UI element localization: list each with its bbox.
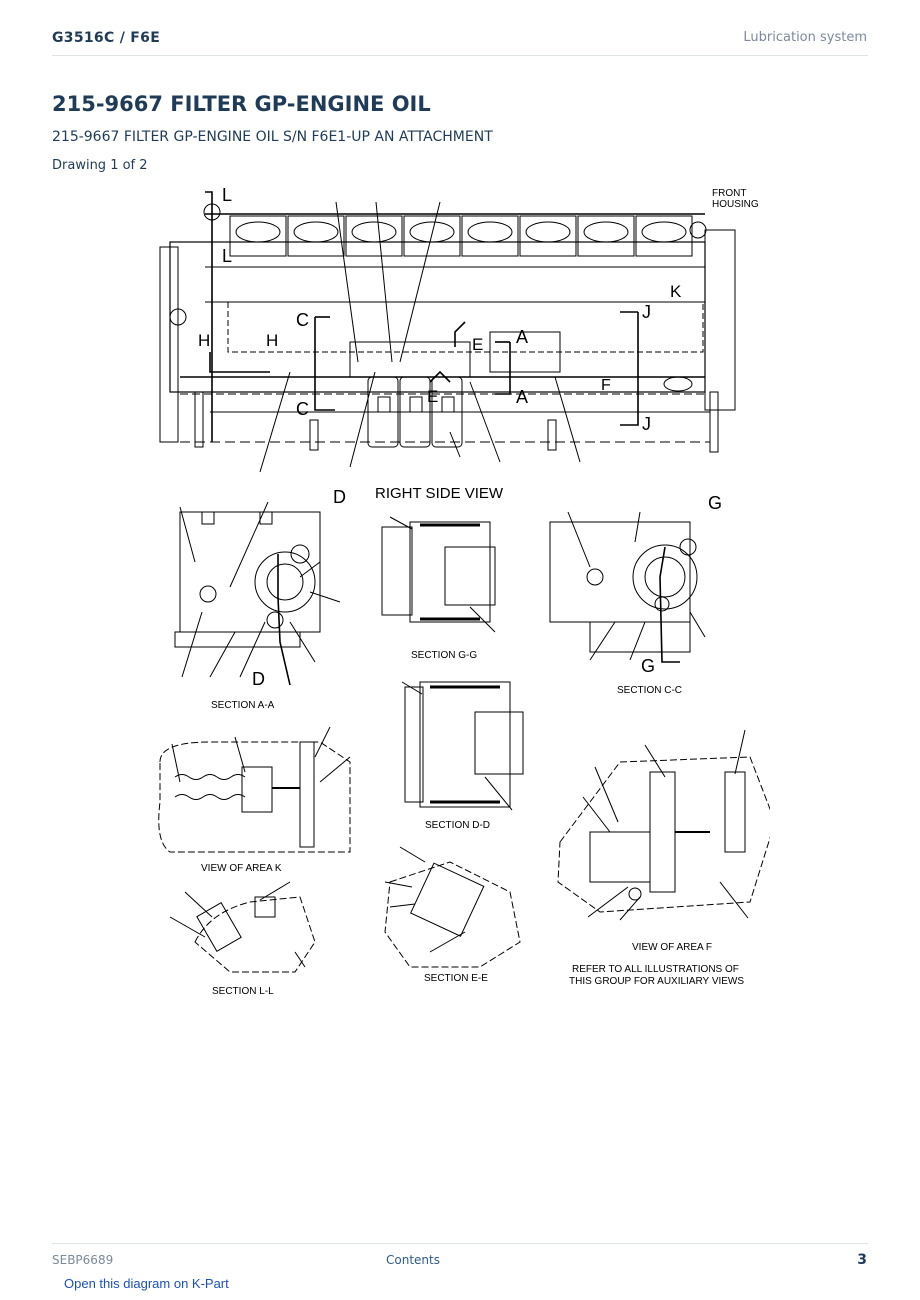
- cut-letter-j-top: J: [642, 302, 651, 322]
- header-section: Lubrication system: [743, 30, 867, 45]
- section-c-c-drawing: [549, 511, 706, 663]
- footer-divider: [52, 1243, 868, 1244]
- caption-refer-line1: REFER TO ALL ILLUSTRATIONS OF: [572, 964, 739, 975]
- contents-link[interactable]: Contents: [386, 1253, 440, 1267]
- page-title: 215-9667 FILTER GP-ENGINE OIL: [52, 92, 431, 116]
- cut-letter-l-top: L: [222, 185, 232, 205]
- page-number: 3: [857, 1252, 867, 1268]
- caption-view-area-f: VIEW OF AREA F: [632, 942, 712, 953]
- right-side-view-label: RIGHT SIDE VIEW: [375, 485, 504, 502]
- oil-filter-canisters: [367, 376, 463, 448]
- view-area-k-drawing: [158, 726, 351, 853]
- cut-letter-a-bottom: A: [516, 387, 528, 407]
- cut-letter-f: F: [601, 377, 611, 394]
- cut-letter-e-bottom: E: [427, 387, 438, 406]
- engine-callout-letters: L L H H C C E E A A J J K F FRONT HOUSIN…: [198, 185, 759, 689]
- callout-front: FRONT: [712, 188, 746, 199]
- callout-housing: HOUSING: [712, 199, 759, 210]
- kpart-link[interactable]: Open this diagram on K-Part: [64, 1276, 229, 1291]
- caption-section-aa: SECTION A-A: [211, 700, 275, 711]
- cut-letter-g-top: G: [708, 493, 722, 513]
- section-a-a-drawing: [174, 501, 341, 686]
- cut-letter-j-bottom: J: [642, 414, 651, 434]
- section-d-d-drawing: [401, 681, 524, 811]
- parts-diagram: L L H H C C E E A A J J K F FRONT HOUSIN…: [158, 185, 770, 997]
- cut-letter-c-bottom: C: [296, 399, 309, 419]
- header-divider: [52, 55, 868, 56]
- caption-section-dd: SECTION D-D: [425, 820, 490, 831]
- caption-section-cc: SECTION C-C: [617, 685, 682, 696]
- footer-doc-id: SEBP6689: [52, 1253, 114, 1267]
- section-cut-lines: [205, 191, 639, 442]
- caption-refer-line2: THIS GROUP FOR AUXILIARY VIEWS: [569, 976, 744, 987]
- section-g-g-drawing: [381, 516, 496, 633]
- cut-letter-a-top: A: [516, 327, 528, 347]
- cut-letter-c-top: C: [296, 310, 309, 330]
- cut-letter-d-bottom: D: [252, 669, 265, 689]
- leader-lines: [259, 201, 581, 473]
- cut-letter-h-left: H: [198, 331, 210, 350]
- engine-side-view: [159, 191, 736, 473]
- cut-letter-k: K: [670, 282, 682, 301]
- cut-letter-h-right: H: [266, 331, 278, 350]
- cut-letter-g-bottom: G: [641, 656, 655, 676]
- caption-section-gg: SECTION G-G: [411, 650, 477, 661]
- cut-letter-l-bottom: L: [222, 246, 232, 266]
- cut-letter-d-top: D: [333, 487, 346, 507]
- caption-section-ll: SECTION L-L: [212, 986, 274, 997]
- section-l-l-drawing: [169, 881, 316, 973]
- page-subtitle: 215-9667 FILTER GP-ENGINE OIL S/N F6E1-U…: [52, 129, 493, 145]
- section-e-e-drawing: [384, 846, 521, 968]
- header-model: G3516C / F6E: [52, 30, 161, 46]
- view-area-f-drawing: [557, 729, 770, 921]
- caption-view-area-k: VIEW OF AREA K: [201, 863, 282, 874]
- cylinder-heads: [229, 215, 693, 257]
- caption-section-ee: SECTION E-E: [424, 973, 488, 984]
- cut-letter-e-top: E: [472, 335, 483, 354]
- drawing-label: Drawing 1 of 2: [52, 158, 148, 173]
- caption-labels: SECTION A-A SECTION G-G SECTION C-C SECT…: [201, 650, 744, 997]
